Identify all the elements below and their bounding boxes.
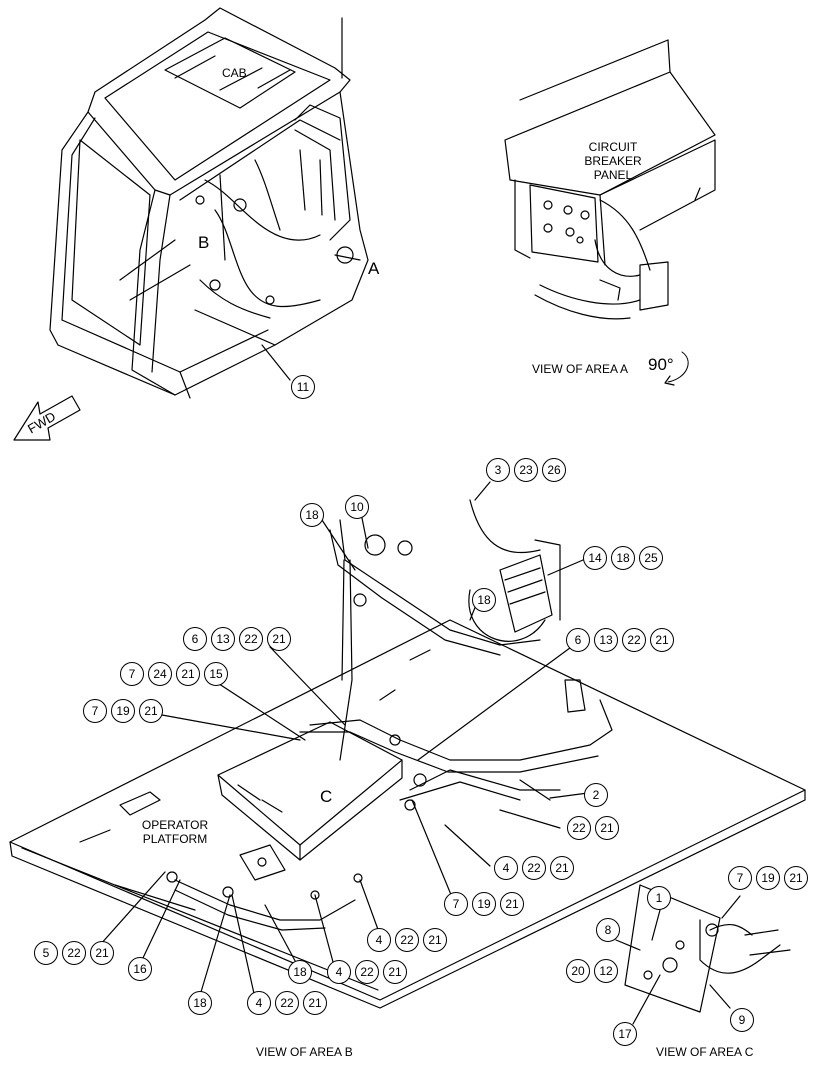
callout-22: 22 — [622, 628, 646, 652]
callout-22: 22 — [275, 991, 299, 1015]
area-b-label: B — [198, 233, 210, 252]
callout-17: 17 — [613, 1022, 637, 1046]
callout-21: 21 — [595, 816, 619, 840]
callout-23: 23 — [514, 458, 538, 482]
callout-21: 21 — [267, 627, 291, 651]
callout-18: 18 — [611, 546, 635, 570]
callout-7: 7 — [120, 662, 144, 686]
callout-21: 21 — [650, 628, 674, 652]
callout-18: 18 — [188, 991, 212, 1015]
callout-16: 16 — [128, 957, 152, 981]
callout-20: 20 — [566, 959, 590, 983]
callout-1: 1 — [647, 886, 671, 910]
callout-13: 13 — [594, 628, 618, 652]
rotation-label: 90° — [648, 355, 674, 374]
callout-4: 4 — [494, 856, 518, 880]
callout-21: 21 — [139, 699, 163, 723]
callout-25: 25 — [639, 546, 663, 570]
callout-22: 22 — [239, 627, 263, 651]
callout-24: 24 — [148, 662, 172, 686]
callout-21: 21 — [176, 662, 200, 686]
cab-label: CAB — [222, 66, 247, 80]
callout-4: 4 — [247, 991, 271, 1015]
callout-19: 19 — [111, 699, 135, 723]
callout-18: 18 — [288, 960, 312, 984]
callout-3: 3 — [486, 458, 510, 482]
cab-drawing — [49, 7, 369, 399]
callout-21: 21 — [423, 928, 447, 952]
callout-18: 18 — [300, 503, 324, 527]
callout-22: 22 — [567, 816, 591, 840]
callout-7: 7 — [83, 699, 107, 723]
area-c-label: C — [320, 787, 333, 806]
callout-21: 21 — [550, 856, 574, 880]
callout-6: 6 — [566, 628, 590, 652]
operator-platform-label: OPERATOR PLATFORM — [141, 818, 209, 846]
view-area-b-label: VIEW OF AREA B — [256, 1045, 353, 1059]
callout-21: 21 — [784, 866, 808, 890]
callout-19: 19 — [756, 866, 780, 890]
callout-18: 18 — [472, 588, 496, 612]
callout-21: 21 — [303, 991, 327, 1015]
view-area-a-label: VIEW OF AREA A — [532, 362, 629, 376]
callout-4: 4 — [327, 960, 351, 984]
callout-22: 22 — [395, 928, 419, 952]
callout-9: 9 — [730, 1008, 754, 1032]
circuit-breaker-panel-label: CIRCUIT BREAKER PANEL — [584, 140, 642, 182]
callout-11: 11 — [291, 375, 315, 399]
callout-7: 7 — [444, 892, 468, 916]
operator-platform-drawing — [9, 481, 806, 1009]
callout-15: 15 — [204, 662, 228, 686]
callout-26: 26 — [542, 458, 566, 482]
callout-13: 13 — [211, 627, 235, 651]
view-area-c-label: VIEW OF AREA C — [656, 1045, 754, 1059]
callout-21: 21 — [90, 941, 114, 965]
area-a-label: A — [368, 259, 380, 278]
fwd-arrow — [13, 395, 81, 441]
callout-14: 14 — [583, 546, 607, 570]
callout-5: 5 — [34, 941, 58, 965]
callout-22: 22 — [522, 856, 546, 880]
callout-21: 21 — [383, 960, 407, 984]
callout-22: 22 — [355, 960, 379, 984]
callout-7: 7 — [728, 866, 752, 890]
callout-8: 8 — [596, 918, 620, 942]
callout-4: 4 — [367, 928, 391, 952]
callout-21: 21 — [500, 892, 524, 916]
callout-2: 2 — [584, 783, 608, 807]
callout-19: 19 — [472, 892, 496, 916]
callout-22: 22 — [62, 941, 86, 965]
circuit-breaker-panel-drawing — [504, 39, 716, 386]
view-c-drawing — [615, 884, 791, 1025]
callout-12: 12 — [594, 959, 618, 983]
callout-10: 10 — [345, 495, 369, 519]
callout-6: 6 — [183, 627, 207, 651]
